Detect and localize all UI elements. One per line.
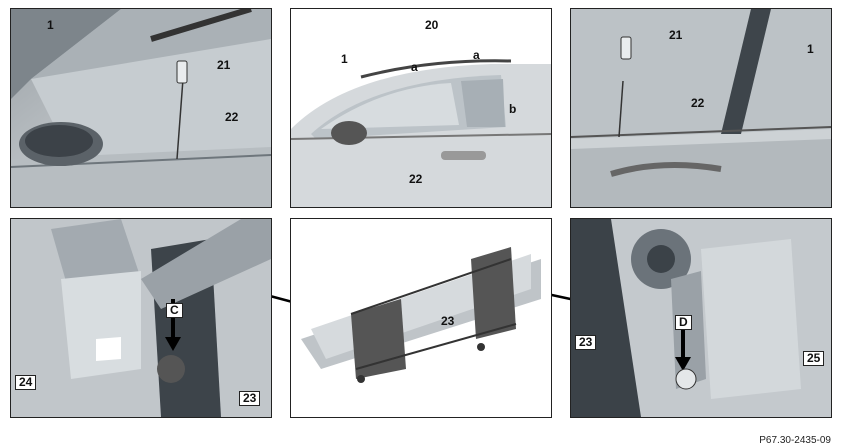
window-lifter-illustration (291, 219, 551, 417)
callout-label: 22 (409, 172, 423, 186)
door-window-illustration (11, 9, 271, 207)
car-side-illustration (291, 9, 551, 207)
callout-label: 23 (575, 335, 597, 350)
guide-rail-illustration (11, 219, 271, 417)
callout-label: a (473, 48, 480, 62)
panel-front-door-window: 1 21 22 (10, 8, 272, 208)
callout-label: 20 (425, 18, 439, 32)
callout-label: C (166, 303, 183, 318)
callout-label: 1 (341, 52, 348, 66)
rear-guide-illustration (571, 219, 831, 417)
callout-label: 24 (15, 375, 37, 390)
rear-door-illustration (571, 9, 831, 207)
callout-label: 21 (669, 28, 683, 42)
callout-label: a (411, 60, 418, 74)
callout-label: 1 (47, 18, 54, 32)
panel-side-view: 20 1 a a b 22 (290, 8, 552, 208)
panel-window-lifter-overview: 23 (290, 218, 552, 418)
callout-label: 22 (225, 110, 239, 124)
callout-label: 22 (691, 96, 705, 110)
callout-label: 1 (807, 42, 814, 56)
callout-label: 23 (441, 314, 455, 328)
callout-label: D (675, 315, 692, 330)
callout-label: 23 (239, 391, 261, 406)
figure-id: P67.30-2435-09 (759, 435, 831, 446)
panel-front-guide-detail: C 24 23 (10, 218, 272, 418)
panel-rear-door-window: 21 1 22 (570, 8, 832, 208)
callout-label: b (509, 102, 517, 116)
callout-label: 25 (803, 351, 825, 366)
panel-rear-guide-detail: 23 D 25 (570, 218, 832, 418)
callout-label: 21 (217, 58, 231, 72)
